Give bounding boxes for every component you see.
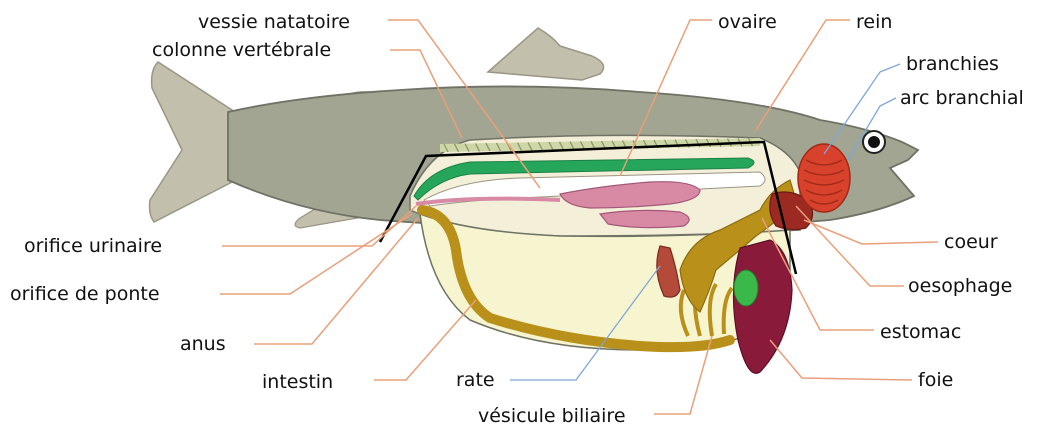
label-vesicule-biliaire: vésicule biliaire xyxy=(478,405,626,427)
ovary-lower xyxy=(600,210,689,227)
dorsal-fin xyxy=(488,28,604,80)
label-branchies: branchies xyxy=(906,53,999,75)
eye xyxy=(863,131,885,153)
label-rate: rate xyxy=(456,369,495,391)
label-colonne-vertebrale: colonne vertébrale xyxy=(152,39,331,61)
label-foie: foie xyxy=(918,369,953,391)
label-intestin: intestin xyxy=(262,371,333,393)
label-anus: anus xyxy=(180,333,226,355)
label-arc-branchial: arc branchial xyxy=(900,87,1024,109)
gallbladder xyxy=(734,270,758,306)
label-orifice-de-ponte: orifice de ponte xyxy=(10,283,160,305)
label-orifice-urinaire: orifice urinaire xyxy=(24,235,162,257)
label-vessie-natatoire: vessie natatoire xyxy=(198,11,350,33)
label-rein: rein xyxy=(856,11,892,33)
tail-fin xyxy=(150,62,241,222)
label-estomac: estomac xyxy=(880,321,961,343)
label-oesophage: oesophage xyxy=(908,275,1012,297)
gills xyxy=(798,144,850,212)
label-coeur: coeur xyxy=(944,231,998,253)
label-ovaire: ovaire xyxy=(718,11,777,33)
